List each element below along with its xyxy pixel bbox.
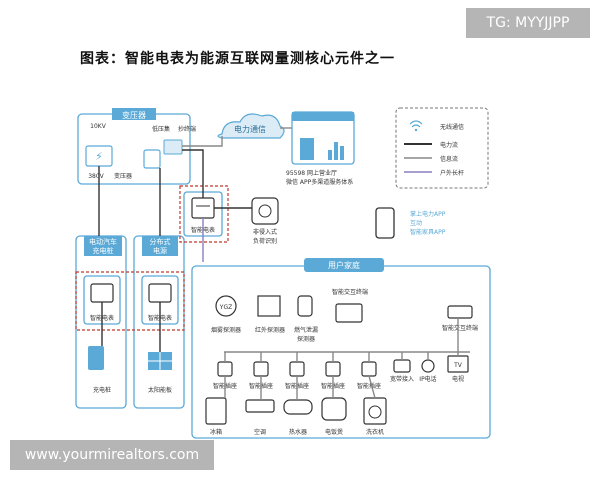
ip-phone-label: IP电话	[419, 375, 436, 383]
interactive-terminal-icon	[335, 303, 363, 323]
legend-box	[395, 107, 489, 189]
legend-power: 电力流	[440, 141, 458, 149]
solar-label: 太阳能板	[148, 386, 172, 394]
smart-meter-icon	[191, 197, 215, 219]
mobile-label-2: 互动	[410, 220, 422, 227]
transformer-label: 变压器	[122, 110, 146, 120]
rice-cooker-icon	[321, 397, 347, 421]
smoke-detector-label: 烟雾探测器	[211, 326, 241, 334]
concentrator-label: 抄终端	[178, 125, 196, 133]
watermark-top: TG: MYYJJPP	[466, 8, 590, 38]
voltage-380v: 380V	[88, 173, 104, 180]
ip-phone-icon	[421, 359, 435, 373]
meter-highlight	[179, 185, 229, 243]
page-title: 图表：智能电表为能源互联网量测核心元件之一	[80, 51, 395, 67]
socket-icon	[325, 361, 341, 377]
watermark-bottom: www.yourmirealtors.com	[10, 440, 214, 470]
service-hall-label-2: 微信 APP多渠道服务体系	[286, 178, 353, 186]
mobile-label-1: 掌上电力APP	[410, 210, 446, 218]
broadband-label: 宽带接入	[390, 375, 414, 383]
non-intrusive-icon	[251, 197, 279, 225]
transformer-bolt-icon: ⚡	[95, 150, 103, 163]
ev-area-label-1: 电动汽车	[89, 237, 117, 246]
charger-icon	[88, 346, 104, 370]
legend-info: 信息流	[440, 155, 458, 163]
router-icon	[447, 305, 473, 319]
ev-meter-icon	[90, 283, 114, 303]
wireless-icon	[409, 120, 423, 128]
ac-label: 空调	[254, 428, 266, 436]
smoke-detector-icon	[215, 295, 237, 317]
socket-icon	[361, 361, 377, 377]
infrared-detector-icon	[257, 295, 281, 317]
concentrator-icon	[143, 149, 161, 169]
terminal-monitor-icon	[163, 139, 183, 155]
tv-label: 电视	[452, 375, 464, 383]
dist-area-label-1: 分布式	[150, 237, 171, 246]
dist-area-label-2: 电源	[153, 246, 167, 255]
cloud-icon	[217, 113, 285, 139]
socket-label: 智能插座	[357, 382, 381, 390]
user-home-label: 用户家庭	[328, 260, 360, 270]
dist-meter-icon	[148, 283, 172, 303]
gas-detector-label-2: 探测器	[297, 335, 315, 343]
gas-detector-icon	[297, 295, 313, 317]
water-heater-icon	[283, 399, 313, 415]
smart-interaction-label: 智能交互终端	[442, 324, 478, 332]
socket-icon	[289, 361, 305, 377]
transformer-station-label: 变压器	[114, 172, 132, 180]
ygz-label: YGZ	[219, 304, 232, 311]
flow-lines	[98, 127, 470, 400]
transformer-tab	[112, 108, 156, 120]
ev-area-label-2: 充电桩	[93, 246, 114, 255]
charger-label: 充电桩	[93, 386, 111, 394]
ac-icon	[245, 399, 275, 413]
washer-label: 洗衣机	[366, 428, 384, 436]
non-intrusive-label-2: 负荷识别	[253, 237, 277, 245]
rice-cooker-label: 电饭煲	[325, 428, 343, 436]
mobile-label-3: 智能家具APP	[410, 228, 446, 236]
smart-interact-label: 智能交互终端	[332, 288, 368, 296]
service-hall-label-1: 95598 网上营业厅	[286, 169, 337, 177]
low-voltage-label: 低压集	[152, 125, 170, 133]
tv-icon-label: TV	[453, 362, 463, 369]
washer-icon	[363, 397, 387, 425]
fridge-label: 冰箱	[210, 428, 222, 436]
mobile-phone-icon	[375, 207, 395, 239]
non-intrusive-label-1: 非侵入式	[253, 228, 277, 236]
fridge-icon	[205, 397, 227, 425]
socket-icon	[217, 361, 233, 377]
power-comm-label: 电力通信	[234, 124, 266, 134]
voltage-10kv: 10KV	[90, 123, 107, 130]
meters-highlight	[75, 271, 185, 331]
socket-icon	[253, 361, 269, 377]
water-heater-label: 热水器	[289, 428, 307, 436]
broadband-icon	[393, 359, 411, 373]
legend-wireless: 无线通信	[440, 123, 464, 131]
infrared-detector-label: 红外探测器	[255, 326, 285, 334]
gas-detector-label-1: 燃气泄漏	[294, 326, 318, 334]
legend-outdoor: 户外长杆	[440, 169, 464, 177]
